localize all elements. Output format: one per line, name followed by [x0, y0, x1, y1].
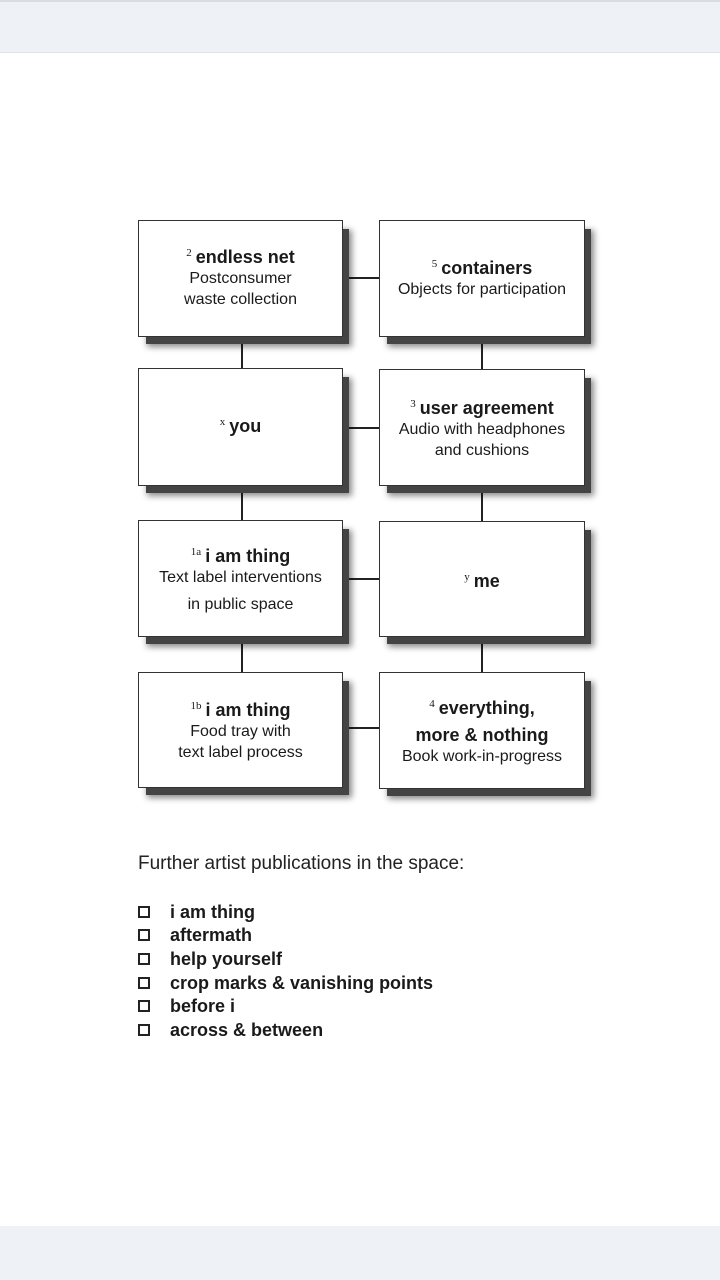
list-item-label: across & between [170, 1019, 324, 1040]
box-title-text: containers [441, 258, 533, 278]
connector-i-am-thing-everything [342, 727, 380, 729]
list-item-label: before i [170, 996, 236, 1017]
connector-you-user-agreement [342, 427, 380, 429]
list-item-label: help yourself [170, 948, 283, 969]
box-number: 3 [410, 397, 416, 410]
checkbox[interactable] [138, 929, 150, 942]
box-title-text: i am thing [205, 700, 291, 720]
box-line: Audio with headphones [398, 420, 566, 438]
box-number: x [219, 416, 226, 428]
list-item-label: i am thing [170, 901, 255, 922]
box-line: Food tray with [190, 723, 291, 740]
box-line: Book work-in-progress [401, 747, 563, 765]
checkbox[interactable] [138, 952, 150, 965]
box-number: y [464, 571, 470, 583]
list-item: before i [138, 994, 433, 1018]
publications-checklist: i am thing aftermath help yourself crop … [138, 900, 433, 1042]
box-title-text: i am thing [205, 545, 291, 566]
list-item-label: crop marks & vanishing points [170, 972, 434, 993]
list-item: help yourself [138, 947, 433, 971]
connector-left-1 [241, 336, 243, 368]
box-title-text: endless net [195, 246, 295, 267]
box-title-text: user agreement [419, 397, 554, 418]
box-number: 4 [429, 697, 435, 710]
connector-left-2 [241, 485, 243, 521]
list-item: across & between [138, 1018, 433, 1042]
connector-right-3 [481, 636, 483, 672]
box-line: and cushions [434, 441, 530, 459]
checkbox[interactable] [138, 1023, 150, 1036]
checkbox[interactable] [138, 1000, 150, 1013]
further-publications-heading: Further artist publications in the space… [138, 853, 465, 874]
box-line: Objects for participation [397, 281, 567, 298]
connector-right-2 [481, 485, 483, 521]
box-number: 5 [431, 258, 438, 270]
list-item: crop marks & vanishing points [138, 971, 433, 995]
list-item: aftermath [138, 924, 433, 948]
box-title-text: everything, [438, 697, 535, 718]
bottom-bar [0, 1226, 720, 1280]
box-line: text label process [178, 744, 303, 761]
connector-right-1 [481, 336, 483, 370]
box-line: Text label interventions [159, 568, 322, 586]
document-page [0, 52, 720, 1228]
box-number: 1a [190, 545, 202, 558]
box-number: 2 [186, 246, 192, 259]
checkbox[interactable] [138, 905, 150, 918]
top-bar [0, 0, 720, 52]
box-line: waste collection [184, 290, 297, 308]
box-title-text: me [473, 571, 500, 591]
connector-left-3 [241, 636, 243, 672]
list-item: i am thing [138, 900, 433, 924]
box-line: Postconsumer [189, 269, 292, 287]
box-title-text: you [229, 416, 262, 436]
connector-i-am-thing-me [342, 578, 380, 580]
list-item-label: aftermath [170, 925, 253, 946]
box-number: 1b [190, 700, 202, 712]
box-title-text: more & nothing [415, 724, 549, 745]
box-line: in public space [187, 595, 294, 613]
checkbox[interactable] [138, 976, 150, 989]
connector-endless-net-containers [342, 277, 380, 279]
